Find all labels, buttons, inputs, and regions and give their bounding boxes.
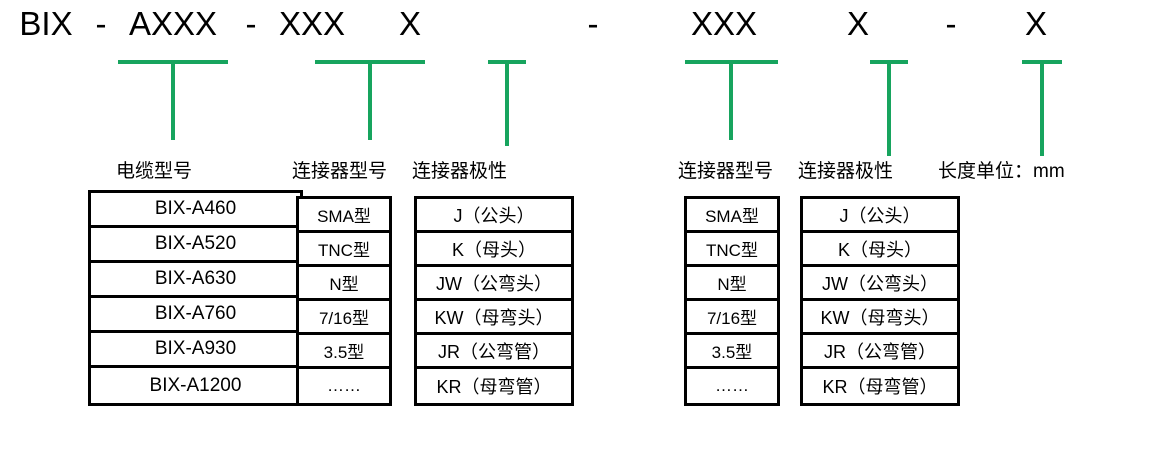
code-segment-cable: AXXX [128, 5, 218, 42]
leader-stem [729, 60, 733, 140]
code-segment-prefix: BIX [19, 5, 73, 42]
leader-line-connector-polarity-1 [488, 60, 526, 146]
leader-line-connector-model-2 [685, 60, 778, 140]
caption-connector-model-1: 连接器型号 [292, 161, 388, 182]
caption-connector-polarity-2: 连接器极性 [798, 161, 894, 182]
table-row: KR（母弯管） [822, 377, 938, 397]
table-row: BIX-A1200 [149, 374, 242, 396]
table-row: JW（公弯头） [803, 267, 957, 301]
table-row: BIX-A460 [91, 193, 300, 228]
table-row: SMA型 [687, 199, 777, 233]
code-segment-polarity-2: X [846, 5, 869, 42]
leader-stem [368, 60, 372, 140]
table-row: N型 [687, 267, 777, 301]
code-segment-length: X [1024, 5, 1047, 42]
table-connector-polarity-2: J（公头）K（母头）JW（公弯头）KW（母弯头）JR（公弯管） KR（母弯管） [800, 196, 960, 406]
table-row: 7/16型 [687, 301, 777, 335]
table-row: BIX-A630 [91, 263, 300, 298]
table-row: …… [327, 376, 361, 395]
leader-line-connector-model-1 [315, 60, 425, 140]
table-row: BIX-A760 [91, 298, 300, 333]
code-separator-4: - [945, 5, 957, 42]
table-row: KR（母弯管） [436, 377, 552, 397]
leader-stem [171, 60, 175, 140]
table-row: …… [715, 376, 749, 395]
code-separator-3: - [587, 5, 599, 42]
table-row: BIX-A520 [91, 228, 300, 263]
table-row: KW（母弯头） [803, 301, 957, 335]
code-segment-connector-1: XXX [278, 5, 346, 42]
table-row: KW（母弯头） [417, 301, 571, 335]
leader-line-connector-polarity-2 [870, 60, 908, 156]
table-row: BIX-A930 [91, 333, 300, 368]
leader-line-length-unit [1022, 60, 1062, 156]
table-row: 7/16型 [299, 301, 389, 335]
caption-connector-model-2: 连接器型号 [678, 161, 774, 182]
table-row: J（公头） [417, 199, 571, 233]
leader-line-cable-model [118, 60, 228, 140]
leader-stem [1040, 60, 1044, 156]
caption-cable-model: 电缆型号 [116, 161, 193, 182]
table-row: JR（公弯管） [803, 335, 957, 369]
table-row: N型 [299, 267, 389, 301]
code-segment-connector-2: XXX [690, 5, 758, 42]
caption-length-unit: 长度单位：mm [938, 161, 1065, 182]
code-segment-polarity-1: X [398, 5, 421, 42]
table-row: JR（公弯管） [417, 335, 571, 369]
leader-stem [505, 60, 509, 146]
table-row: 3.5型 [687, 335, 777, 369]
table-row: 3.5型 [299, 335, 389, 369]
table-row: J（公头） [803, 199, 957, 233]
code-separator-1: - [95, 5, 107, 42]
table-row: TNC型 [687, 233, 777, 267]
table-connector-polarity-1: J（公头）K（母头）JW（公弯头）KW（母弯头）JR（公弯管） KR（母弯管） [414, 196, 574, 406]
caption-connector-polarity-1: 连接器极性 [412, 161, 508, 182]
table-row: TNC型 [299, 233, 389, 267]
table-row: JW（公弯头） [417, 267, 571, 301]
table-row: SMA型 [299, 199, 389, 233]
leader-stem [887, 60, 891, 156]
code-separator-2: - [245, 5, 257, 42]
table-row: K（母头） [803, 233, 957, 267]
table-row: K（母头） [417, 233, 571, 267]
